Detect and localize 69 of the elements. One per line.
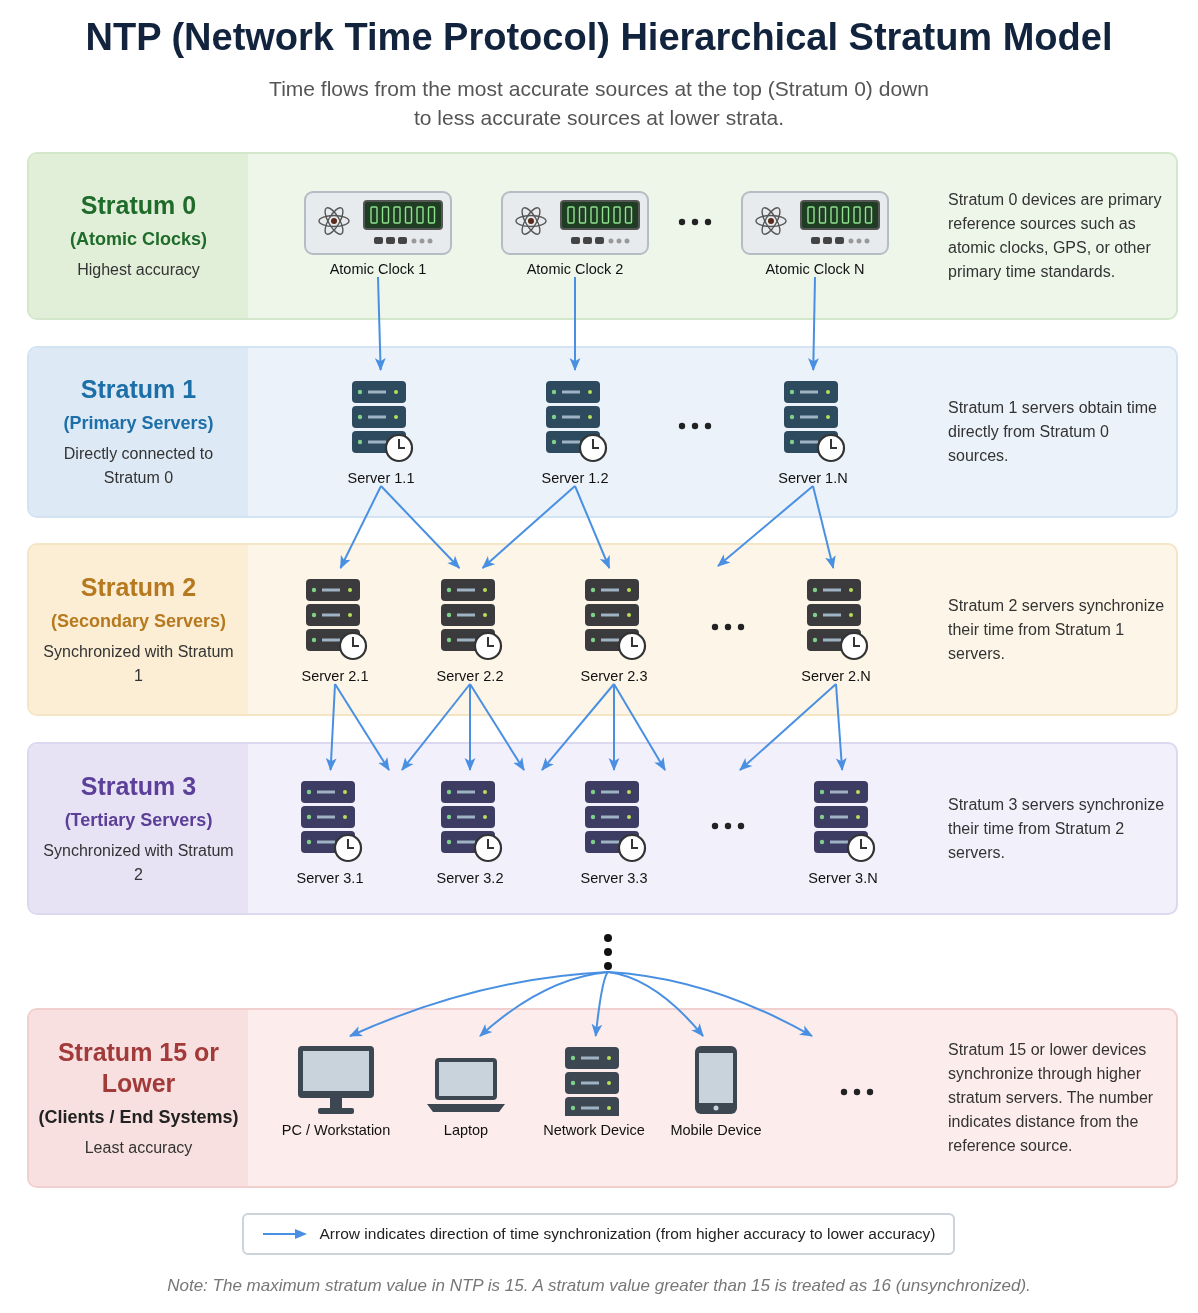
stratum-note: Synchronized with Stratum 2 [42, 840, 235, 885]
device-label: Server 1.1 [347, 470, 415, 486]
stratum-title: Stratum 2 [80, 571, 197, 603]
stratum-band [27, 742, 1178, 915]
arrow [339, 485, 382, 569]
stratum-description: Stratum 15 or lower devices synchronize through higher stratum servers. The number indicates distance from the reference source. [948, 1040, 1155, 1156]
stratum-note: Synchronized with Stratum 1 [42, 641, 235, 686]
stratum-note: Directly connected to Stratum 0 [62, 444, 215, 488]
arrow [479, 971, 609, 1037]
arrow [835, 683, 847, 772]
arrow [607, 971, 813, 1037]
stratum-subtitle: (Clients / End Systems) [38, 1106, 239, 1128]
arrow [613, 683, 666, 771]
arrow [569, 276, 581, 372]
device-label: Server 2.N [801, 668, 871, 684]
stratum-band [27, 1008, 1178, 1188]
device-label: Server 2.3 [580, 668, 648, 684]
arrow [541, 683, 615, 771]
arrow [469, 683, 525, 771]
arrow [334, 683, 390, 771]
arrow [380, 485, 461, 569]
stratum-note: Least accuracy [84, 1137, 193, 1158]
stratum-title: Stratum 3 [80, 770, 197, 802]
arrow [717, 485, 814, 567]
stratum-description: Stratum 0 devices are primary reference sources such as atomic clocks, GPS, or other primary time standards. [948, 190, 1163, 282]
device-label: Server 3.N [808, 870, 878, 886]
arrow [325, 683, 337, 772]
arrow [481, 485, 576, 569]
stratum-subtitle: (Tertiary Servers) [64, 809, 213, 831]
arrow [574, 485, 611, 569]
stratum-band [27, 543, 1178, 716]
device-label: Server 2.2 [436, 668, 504, 684]
device-label: Server 2.1 [301, 668, 369, 684]
subtitle: Time flows from the most accurate sources at the top (Stratum 0) down to less accurate sources at lower strata. [268, 76, 930, 131]
stratum-band [27, 152, 1178, 320]
stratum-description: Stratum 1 servers obtain time directly from Stratum 0 sources. [948, 398, 1158, 466]
stratum-title: Stratum 0 [80, 190, 197, 221]
arrow [739, 683, 837, 771]
device-label: Mobile Device [670, 1122, 762, 1138]
arrow [812, 485, 836, 570]
title: NTP (Network Time Protocol) Hierarchical Stratum Model [84, 16, 1114, 59]
device-label: Server 3.3 [580, 870, 648, 886]
device-label: Laptop [443, 1122, 489, 1138]
device-label: Atomic Clock 2 [526, 261, 624, 277]
device-label: PC / Workstation [281, 1122, 391, 1138]
stratum-description: Stratum 3 servers synchronize their time from Stratum 2 servers. [948, 794, 1166, 863]
arrow [608, 683, 620, 772]
caption: Note: The maximum stratum value in NTP is 15. A stratum value greater than 15 is treated as 16 (unsynchronized). [166, 1276, 1032, 1296]
legend-text: Arrow indicates direction of time synchronization (from higher accuracy to lower accuracy) [319, 1225, 936, 1243]
device-label: Server 3.1 [296, 870, 364, 886]
device-label: Server 1.2 [541, 470, 609, 486]
arrow [591, 971, 609, 1038]
arrow [464, 683, 476, 772]
arrow [401, 683, 471, 771]
arrow [374, 276, 386, 372]
arrow [808, 276, 819, 372]
device-label: Atomic Clock N [765, 261, 865, 277]
stratum-subtitle: (Secondary Servers) [50, 610, 227, 632]
stratum-description: Stratum 2 servers synchronize their time from Stratum 1 servers. [948, 595, 1166, 664]
stratum-band [27, 346, 1178, 518]
device-label: Server 3.2 [436, 870, 504, 886]
stratum-title: Stratum 15 or Lower [56, 1036, 221, 1099]
stratum-title: Stratum 1 [80, 374, 197, 405]
device-label: Network Device [543, 1122, 645, 1138]
stratum-note: Highest accuracy [77, 260, 200, 280]
stratum-subtitle: (Primary Servers) [63, 413, 214, 434]
device-label: Server 1.N [778, 470, 848, 486]
device-label: Atomic Clock 1 [329, 261, 427, 277]
stratum-subtitle: (Atomic Clocks) [70, 229, 207, 250]
